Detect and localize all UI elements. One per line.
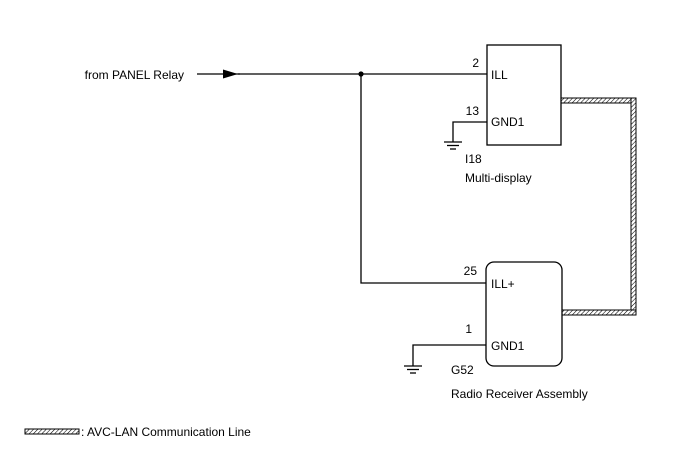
- pin-number: 25: [464, 264, 478, 278]
- ground-wire: [452, 121, 487, 142]
- pin-name: ILL: [491, 68, 508, 82]
- source-label: from PANEL Relay: [85, 68, 184, 82]
- multi-display-box: [486, 44, 562, 146]
- avc-lan-legend-swatch: [24, 428, 80, 435]
- pin-number: 2: [472, 56, 479, 70]
- ground-icon: [404, 365, 422, 374]
- pin-name: GND1: [491, 115, 525, 129]
- legend: : AVC-LAN Communication Line: [24, 425, 251, 439]
- pin-name: GND1: [491, 339, 525, 353]
- pin-number: 1: [465, 322, 472, 336]
- arrow-right-icon: [223, 69, 238, 79]
- component-code: I18: [465, 152, 482, 166]
- ground-wire: [412, 344, 486, 366]
- radio-receiver-box: [485, 261, 563, 367]
- ground-icon: [444, 141, 462, 150]
- radio-receiver-component: 25 ILL+ 1 GND1 G52 Radio Receiver Assemb…: [451, 261, 588, 401]
- pin-name: ILL+: [491, 277, 515, 291]
- avc-lan-line: [560, 97, 637, 316]
- legend-label: : AVC-LAN Communication Line: [81, 425, 251, 439]
- pin-number: 13: [466, 104, 480, 118]
- component-name: Multi-display: [465, 171, 532, 185]
- component-code: G52: [451, 363, 474, 377]
- multi-display-component: 2 ILL 13 GND1 I18 Multi-display: [465, 44, 562, 185]
- branch-wire: [360, 74, 487, 284]
- component-name: Radio Receiver Assembly: [451, 387, 588, 401]
